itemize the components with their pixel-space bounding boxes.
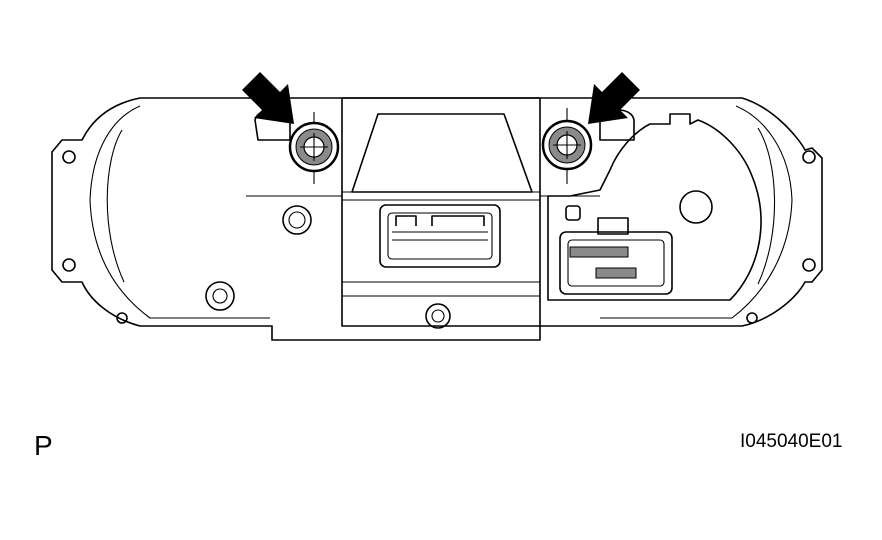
left-boss-hole xyxy=(282,205,312,235)
bottom-left-hole xyxy=(205,281,235,311)
bottom-center-hole xyxy=(425,303,451,329)
center-trapezoid xyxy=(351,113,533,193)
left-inner-rim xyxy=(89,105,270,319)
right-fastener xyxy=(541,108,593,184)
left-fastener-arrow-icon xyxy=(242,72,294,124)
mount-hole-top-right xyxy=(802,150,816,164)
center-connector xyxy=(379,204,501,268)
right-fastener-arrow-icon xyxy=(588,72,640,124)
center-block xyxy=(341,97,541,327)
right-lens-arc xyxy=(757,127,776,285)
right-gauge-plate xyxy=(547,113,762,301)
figure-code: I045040E01 xyxy=(740,431,843,452)
gauge-pivot xyxy=(679,190,713,224)
view-label: P xyxy=(34,430,53,461)
mount-hole-lower-left xyxy=(116,312,128,324)
left-lens-arc xyxy=(106,129,125,283)
mount-hole-top-left xyxy=(62,150,76,164)
mount-hole-bottom-right xyxy=(802,258,816,272)
mount-hole-bottom-left xyxy=(62,258,76,272)
left-fastener xyxy=(288,112,340,184)
right-inner-rim xyxy=(600,105,793,319)
mount-hole-lower-right xyxy=(746,312,758,324)
right-connector xyxy=(559,231,673,295)
